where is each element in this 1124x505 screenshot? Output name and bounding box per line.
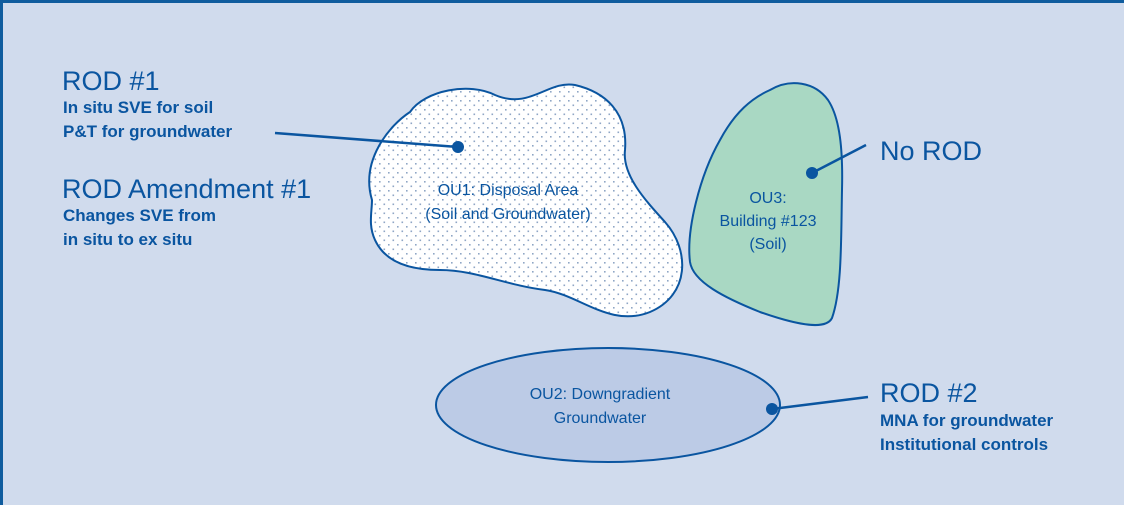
ou3-building-shape xyxy=(688,82,844,327)
norod-leader-dot xyxy=(806,167,818,179)
ou1-label-line1: OU1: Disposal Area xyxy=(438,182,579,199)
norod-title: No ROD xyxy=(880,136,982,166)
rod2-line1: MNA for groundwater xyxy=(880,411,1054,430)
ou3-label-line1: OU3: xyxy=(749,190,786,207)
rod1-line1: In situ SVE for soil xyxy=(63,98,213,117)
amendment1-line1: Changes SVE from xyxy=(63,206,216,225)
rod1-leader-dot xyxy=(452,141,464,153)
rod1-line2: P&T for groundwater xyxy=(63,122,232,141)
rod2-line2: Institutional controls xyxy=(880,435,1048,454)
ou2-groundwater-shape xyxy=(435,347,781,463)
amendment1-title: ROD Amendment #1 xyxy=(62,174,311,204)
rod2-leader-dot xyxy=(766,403,778,415)
rod2-leader-line xyxy=(771,395,869,411)
ou1-label-line2: (Soil and Groundwater) xyxy=(425,206,590,223)
ou3-label-line3: (Soil) xyxy=(749,236,786,253)
ou1-disposal-area-shape xyxy=(368,83,684,318)
norod-leader-line xyxy=(811,143,867,175)
ou2-label-line1: OU2: Downgradient xyxy=(530,386,671,403)
amendment1-line2: in situ to ex situ xyxy=(63,230,192,249)
rod1-leader-line xyxy=(274,131,459,149)
rod2-title: ROD #2 xyxy=(880,378,978,408)
ou2-label-line2: Groundwater xyxy=(554,410,647,427)
ou3-label-line2: Building #123 xyxy=(720,213,817,230)
rod1-title: ROD #1 xyxy=(62,66,160,96)
